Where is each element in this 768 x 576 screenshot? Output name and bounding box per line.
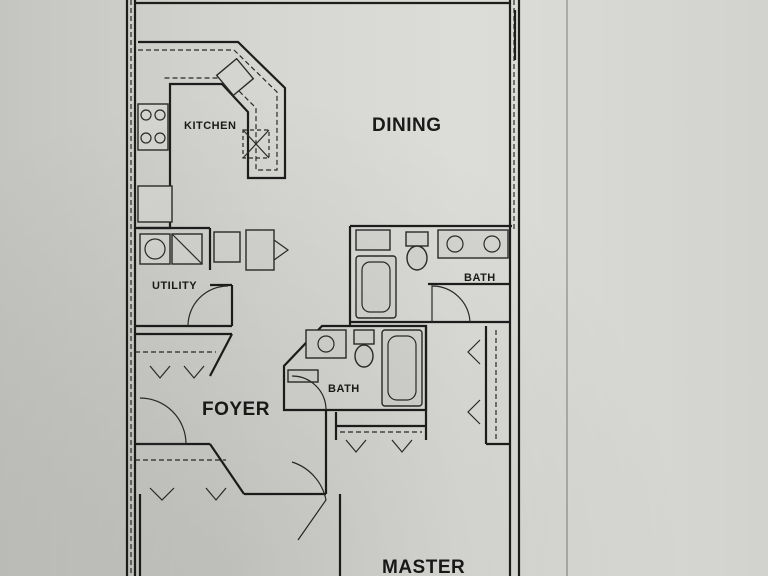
utility-room-walls — [135, 226, 290, 328]
vanity-upper-icon — [437, 229, 509, 259]
upper-bath-walls — [348, 224, 512, 326]
exterior-right-wall — [508, 0, 521, 576]
bath-lower-label: BATH — [328, 383, 360, 395]
exterior-left-wall — [125, 0, 137, 576]
kitchen-label: KITCHEN — [184, 120, 236, 132]
lower-bath-walls — [282, 324, 428, 412]
dining-label: DINING — [372, 115, 442, 136]
master-label: MASTER — [382, 557, 465, 576]
sink-icon — [215, 57, 255, 97]
front-door — [139, 397, 187, 445]
kitchen-counter — [137, 40, 287, 230]
master-door — [291, 461, 327, 541]
master-closets — [334, 326, 510, 453]
bath-upper-door — [431, 285, 471, 323]
water-heater-icon — [213, 231, 241, 263]
vanity-lower-icon — [305, 329, 347, 359]
bathtub-lower-icon — [381, 329, 423, 407]
dishwasher-icon — [242, 129, 270, 159]
toilet-upper-icon — [405, 231, 429, 271]
bathtub-upper-icon — [355, 255, 397, 319]
bath-upper-label: BATH — [464, 272, 496, 284]
refrigerator-icon — [137, 185, 173, 223]
lower-bath-shelf — [287, 369, 319, 383]
linen-shelf — [355, 229, 391, 251]
stove-icon — [137, 103, 169, 151]
bath-lower-door — [291, 375, 327, 411]
utility-label: UTILITY — [152, 280, 197, 292]
foyer-label: FOYER — [202, 399, 270, 420]
toilet-lower-icon — [353, 329, 375, 368]
hvac-icon — [245, 229, 275, 271]
foyer-walls — [135, 332, 342, 576]
